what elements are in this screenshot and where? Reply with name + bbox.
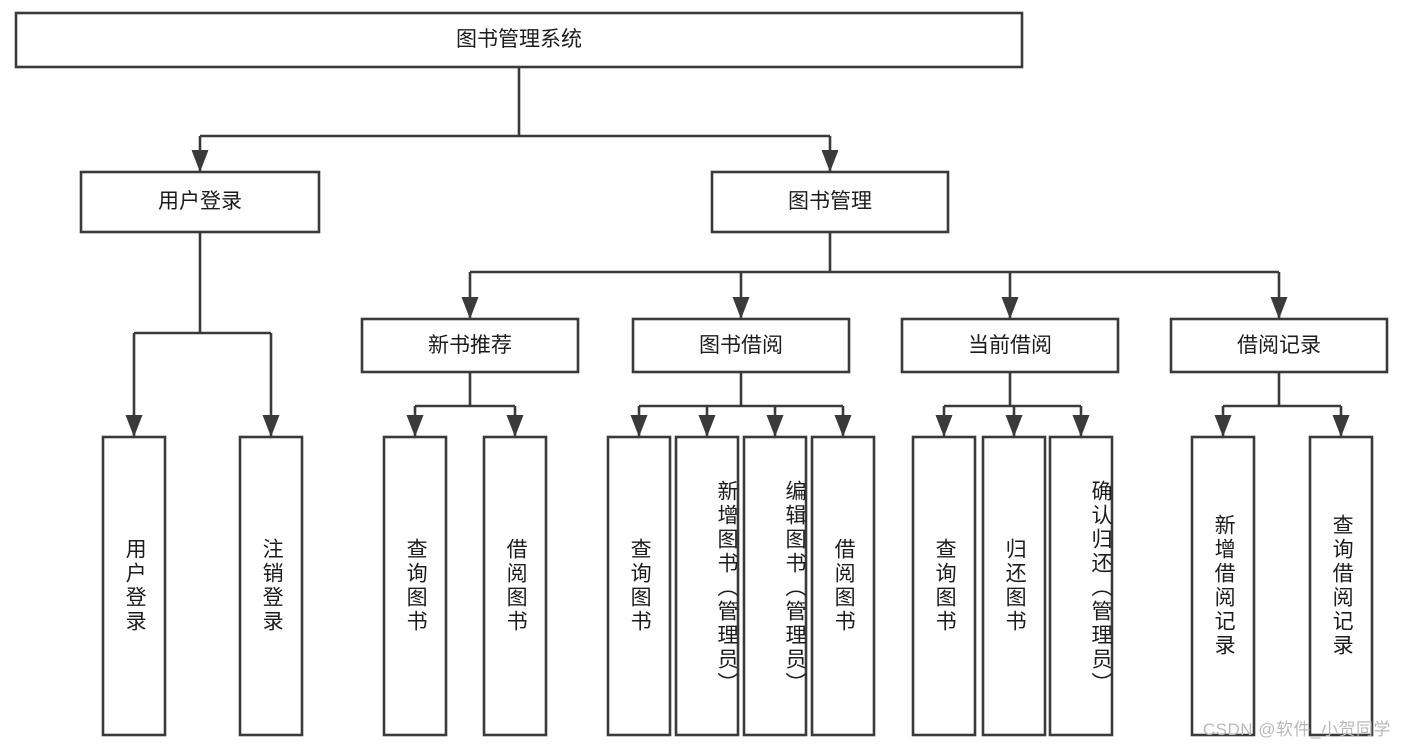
node-box-leaf-user-login[interactable] <box>101 435 167 737</box>
node-box-leaf-query-book-new[interactable] <box>382 435 448 737</box>
arrow-head-book-manage-to-level3-3 <box>1270 297 1288 319</box>
arrow-head-current-borrow-to-leaves-2 <box>1072 415 1090 437</box>
arrow-head-book-manage-to-level3-0 <box>461 297 479 319</box>
arrow-head-book-borrow-to-leaves-2 <box>766 415 784 437</box>
arrow-head-root-to-level2-1 <box>821 150 839 172</box>
arrow-head-new-book-to-leaves-1 <box>506 415 524 437</box>
arrow-head-book-borrow-to-leaves-1 <box>698 415 716 437</box>
node-box-root[interactable] <box>14 11 1024 69</box>
node-box-borrow-record[interactable] <box>1169 317 1389 374</box>
arrow-head-user-login-to-leaves-1 <box>262 415 280 437</box>
node-box-current-borrow[interactable] <box>900 317 1120 374</box>
arrow-head-new-book-to-leaves-0 <box>406 415 424 437</box>
arrow-head-book-manage-to-level3-1 <box>732 297 750 319</box>
node-box-book-borrow[interactable] <box>631 317 851 374</box>
box-layer <box>14 11 1389 737</box>
arrow-head-current-borrow-to-leaves-1 <box>1005 415 1023 437</box>
connector-layer <box>125 67 1350 437</box>
node-box-leaf-add-book[interactable] <box>674 435 740 737</box>
node-box-leaf-borrow-book-new[interactable] <box>482 435 548 737</box>
node-box-leaf-logout[interactable] <box>238 435 304 737</box>
arrow-head-book-manage-to-level3-2 <box>1001 297 1019 319</box>
node-box-user-login[interactable] <box>79 170 321 234</box>
arrow-head-user-login-to-leaves-0 <box>125 415 143 437</box>
node-box-leaf-confirm-return[interactable] <box>1048 435 1114 737</box>
node-box-leaf-edit-book[interactable] <box>742 435 808 737</box>
node-box-leaf-query-book[interactable] <box>606 435 672 737</box>
node-box-book-manage[interactable] <box>710 170 950 234</box>
node-box-leaf-borrow-book[interactable] <box>810 435 876 737</box>
watermark-text: CSDN @软件_小贺同学 <box>1202 720 1391 739</box>
arrow-head-borrow-record-to-leaves-1 <box>1332 415 1350 437</box>
arrow-head-borrow-record-to-leaves-0 <box>1214 415 1232 437</box>
node-box-leaf-query-record[interactable] <box>1308 435 1374 737</box>
arrow-head-current-borrow-to-leaves-0 <box>935 415 953 437</box>
arrow-head-book-borrow-to-leaves-0 <box>630 415 648 437</box>
node-box-new-book-recommend[interactable] <box>360 317 580 374</box>
node-box-leaf-return-book[interactable] <box>981 435 1047 737</box>
node-box-leaf-query-book-cur[interactable] <box>911 435 977 737</box>
arrow-head-book-borrow-to-leaves-3 <box>834 415 852 437</box>
node-box-leaf-add-record[interactable] <box>1190 435 1256 737</box>
arrow-head-root-to-level2-0 <box>191 150 209 172</box>
